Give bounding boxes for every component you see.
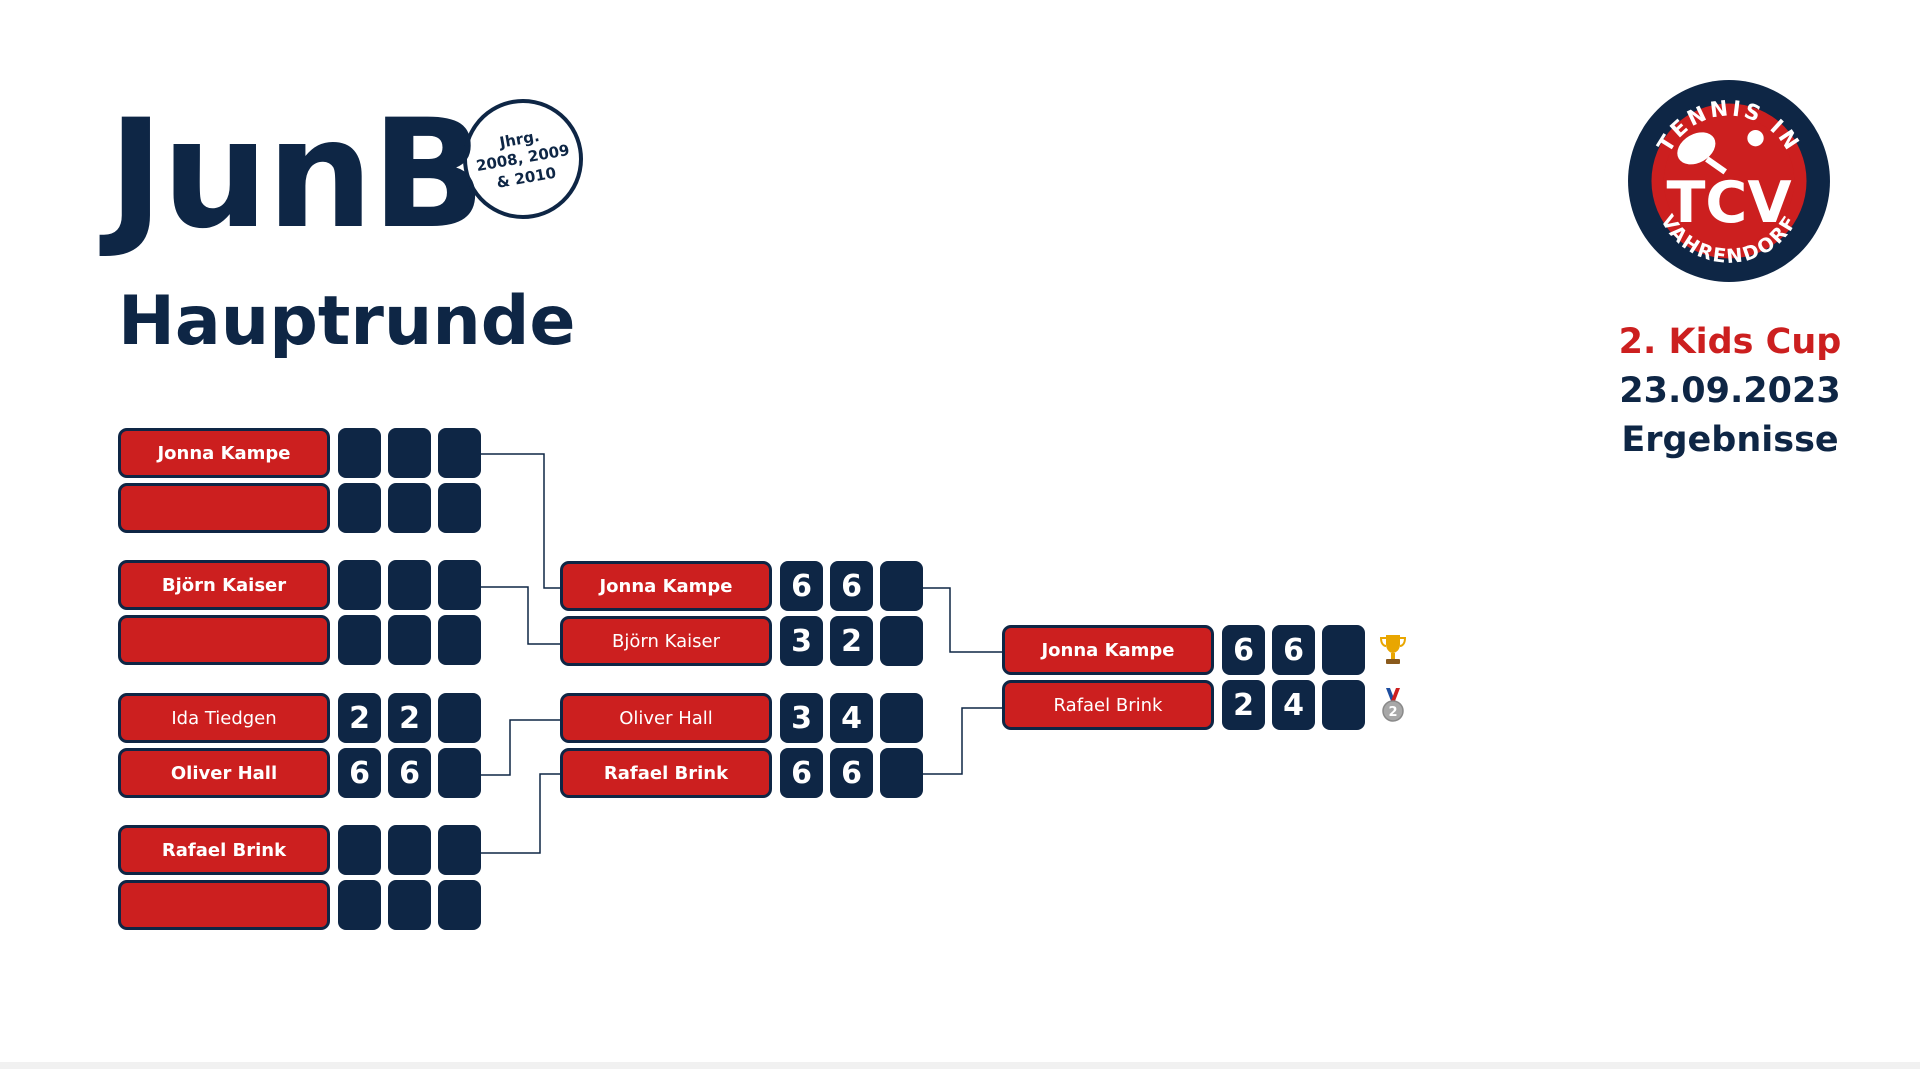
set-score: [438, 748, 481, 798]
set-score: [880, 748, 923, 798]
set-score: 2: [388, 693, 431, 743]
bracket-line: [920, 587, 1004, 653]
set-score: 3: [780, 616, 823, 666]
set-score: 6: [1272, 625, 1315, 675]
set-score: 6: [1222, 625, 1265, 675]
set-score: [438, 615, 481, 665]
event-name: 2. Kids Cup: [1618, 322, 1842, 362]
set-score: [388, 615, 431, 665]
set-score: 4: [1272, 680, 1315, 730]
set-score: [438, 560, 481, 610]
round-title: Hauptrunde: [118, 282, 576, 361]
player-name: Ida Tiedgen: [118, 693, 330, 743]
player-name: Björn Kaiser: [118, 560, 330, 610]
player-name: Jonna Kampe: [118, 428, 330, 478]
player-name: Oliver Hall: [118, 748, 330, 798]
player-slot-empty: [118, 615, 330, 665]
player-name: Rafael Brink: [560, 748, 772, 798]
player-name: Rafael Brink: [1002, 680, 1214, 730]
logo-monogram: TCV: [1666, 170, 1791, 236]
set-score: 6: [830, 561, 873, 611]
player-name: Rafael Brink: [118, 825, 330, 875]
set-score: 6: [780, 561, 823, 611]
set-score: [438, 693, 481, 743]
bracket-line: [478, 773, 562, 854]
set-score: [1322, 625, 1365, 675]
bracket-line: [478, 719, 562, 776]
set-score: [388, 560, 431, 610]
player-name: Oliver Hall: [560, 693, 772, 743]
player-slot-empty: [118, 483, 330, 533]
set-score: [338, 560, 381, 610]
set-score: [388, 428, 431, 478]
medal-rank: 2: [1388, 705, 1397, 720]
set-score: 2: [830, 616, 873, 666]
set-score: [388, 483, 431, 533]
set-score: 2: [338, 693, 381, 743]
set-score: [338, 880, 381, 930]
set-score: [1322, 680, 1365, 730]
set-score: [880, 616, 923, 666]
player-name: Jonna Kampe: [560, 561, 772, 611]
club-logo-icon: TENNIS IN VAHRENDORF TCV: [1628, 80, 1830, 282]
trophy-icon: [1379, 635, 1407, 664]
set-score: [438, 428, 481, 478]
set-score: [338, 615, 381, 665]
set-score: [438, 880, 481, 930]
bracket-line: [478, 586, 562, 645]
set-score: 6: [338, 748, 381, 798]
event-info: 2. Kids Cup 23.09.2023 Ergebnisse: [1590, 318, 1870, 465]
set-score: 2: [1222, 680, 1265, 730]
set-score: 6: [388, 748, 431, 798]
event-label: Ergebnisse: [1621, 420, 1839, 460]
set-score: 6: [780, 748, 823, 798]
set-score: [880, 561, 923, 611]
player-slot-empty: [118, 880, 330, 930]
bracket-line: [920, 707, 1004, 775]
set-score: [438, 825, 481, 875]
set-score: [338, 825, 381, 875]
page-title: JunB: [108, 88, 486, 262]
player-name: Jonna Kampe: [1002, 625, 1214, 675]
set-score: [388, 880, 431, 930]
event-date: 23.09.2023: [1619, 371, 1841, 411]
player-name: Björn Kaiser: [560, 616, 772, 666]
set-score: [880, 693, 923, 743]
set-score: 4: [830, 693, 873, 743]
set-score: 6: [830, 748, 873, 798]
set-score: [438, 483, 481, 533]
set-score: [388, 825, 431, 875]
set-score: [338, 428, 381, 478]
set-score: [338, 483, 381, 533]
set-score: 3: [780, 693, 823, 743]
bracket-line: [478, 453, 562, 589]
silver-medal-icon: 2: [1382, 688, 1404, 722]
